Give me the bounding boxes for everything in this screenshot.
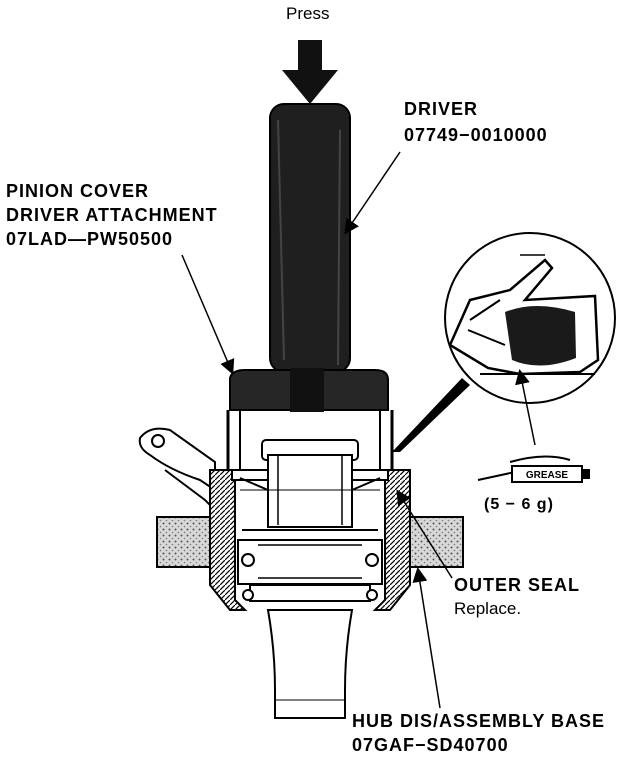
grease-amount: (5 − 6 g) <box>484 496 554 513</box>
left-bracket <box>138 427 216 511</box>
driver-name: DRIVER <box>404 99 479 119</box>
hub-base-label: HUB DIS/ASSEMBLY BASE <box>352 711 606 731</box>
driver-attachment <box>226 368 394 470</box>
driver-attachment-label: DRIVER ATTACHMENT <box>6 205 218 225</box>
driver-label: DRIVER <box>404 100 478 118</box>
outer-seal-note: Replace. <box>454 599 522 618</box>
hub-base-part-number: 07GAF−SD40700 <box>352 735 509 755</box>
leader-lines <box>181 151 453 709</box>
driver-part-number: 07749−0010000 <box>404 125 548 145</box>
pinion-shaft <box>239 439 381 531</box>
seal-detail-view <box>392 232 616 452</box>
grease-label: GREASE <box>526 470 569 481</box>
driver-tool <box>269 103 351 373</box>
outer-seal-label: OUTER SEAL <box>454 575 581 595</box>
grease-gun-icon: GREASE <box>477 455 590 483</box>
press-label: Press <box>286 4 330 23</box>
press-arrow <box>282 40 338 104</box>
hub-shaft <box>266 609 354 719</box>
pinion-cover-part-number: 07LAD—PW50500 <box>6 229 174 249</box>
pinion-cover-label: PINION COVER <box>6 181 150 201</box>
bearing <box>237 539 383 602</box>
